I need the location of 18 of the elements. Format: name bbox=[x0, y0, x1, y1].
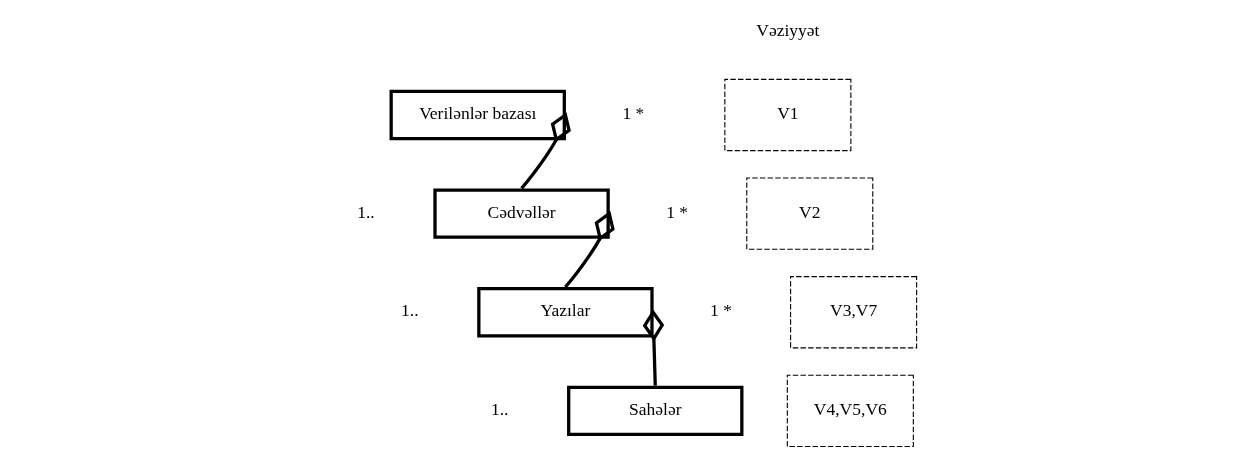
connector bbox=[519, 112, 571, 190]
node-box: Sahələr bbox=[566, 385, 743, 437]
connector bbox=[642, 309, 664, 386]
node-box: V3,V7 bbox=[789, 276, 917, 349]
node-box: V4,V5,V6 bbox=[786, 374, 914, 448]
node-box: Cədvəllər bbox=[432, 188, 610, 239]
connector bbox=[563, 210, 615, 289]
label: 1.. bbox=[356, 201, 375, 222]
label: Vəziyyət bbox=[755, 20, 819, 41]
label: 1 * bbox=[621, 103, 644, 124]
label: 1 * bbox=[709, 300, 732, 321]
label: 1.. bbox=[400, 300, 419, 321]
node-box: Yazılar bbox=[476, 287, 654, 338]
label: 1.. bbox=[490, 399, 508, 420]
node-box: Verilənlər bazası bbox=[389, 89, 566, 141]
label: 1 * bbox=[665, 201, 688, 222]
node-box: V2 bbox=[745, 177, 873, 250]
node-box: V1 bbox=[723, 78, 851, 152]
